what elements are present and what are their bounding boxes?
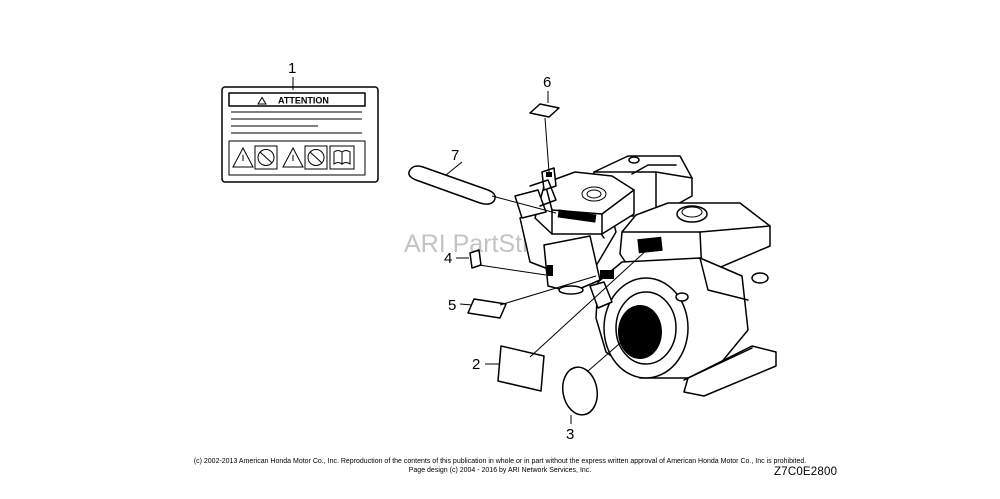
warning-triangle-icon (257, 96, 267, 105)
callout-6[interactable]: 6 (543, 74, 551, 91)
callout-1[interactable]: 1 (288, 60, 296, 77)
copyright-line-2: Page design (c) 2004 - 2016 by ARI Netwo… (408, 467, 592, 474)
prohibition-icon (304, 145, 328, 170)
copyright-line-1: (c) 2002-2013 American Honda Motor Co., … (193, 458, 807, 465)
engine-assembly (514, 155, 777, 397)
callout-2[interactable]: 2 (472, 356, 480, 373)
warning-triangle-icon (282, 146, 304, 168)
manual-book-icon (329, 145, 355, 170)
part-7-strip-decal[interactable] (408, 165, 496, 205)
part-1-attention-label[interactable]: ATTENTION (221, 86, 379, 183)
copyright-footer: (c) 2002-2013 American Honda Motor Co., … (0, 457, 1000, 475)
diagram-code: Z7C0E2800 (774, 466, 837, 478)
callout-5[interactable]: 5 (448, 297, 456, 314)
part-5-label[interactable] (467, 298, 507, 319)
part-3-round-label[interactable] (559, 364, 601, 417)
air-cleaner-emblem-icon (581, 186, 607, 202)
prohibition-icon (254, 145, 278, 170)
callout-7[interactable]: 7 (451, 147, 459, 164)
part-6-small-decal[interactable] (529, 103, 560, 118)
attention-label-title: ATTENTION (278, 96, 329, 106)
callout-4[interactable]: 4 (444, 250, 452, 267)
callout-3[interactable]: 3 (566, 426, 574, 443)
warning-triangle-icon (232, 146, 254, 168)
part-2-label[interactable] (497, 345, 545, 392)
